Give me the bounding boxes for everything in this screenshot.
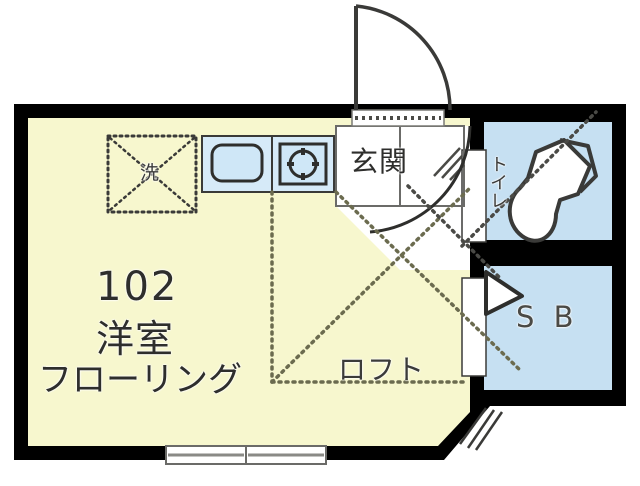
toilet-door-pocket xyxy=(461,149,487,243)
loft-boundary xyxy=(270,190,468,384)
toilet-tank-icon xyxy=(559,138,598,194)
sink-basin xyxy=(210,143,264,183)
hall-floor xyxy=(336,126,470,270)
loft-diagonals xyxy=(270,186,522,384)
sb-door-pocket xyxy=(461,277,487,377)
entrance-inner-step xyxy=(336,126,401,207)
washer-space-box xyxy=(106,134,198,214)
entry-steps-icon xyxy=(458,407,504,451)
toilet-sightline xyxy=(460,110,598,248)
washer-space-cross-icon xyxy=(108,136,196,212)
window-bottom xyxy=(165,445,327,465)
entry-sightline xyxy=(406,184,502,280)
sb-door-icon xyxy=(484,270,524,316)
genkan-inner-door-arc xyxy=(369,125,472,234)
entrance-door-swing-arc xyxy=(355,4,452,111)
stove-burner-marks xyxy=(287,148,319,180)
